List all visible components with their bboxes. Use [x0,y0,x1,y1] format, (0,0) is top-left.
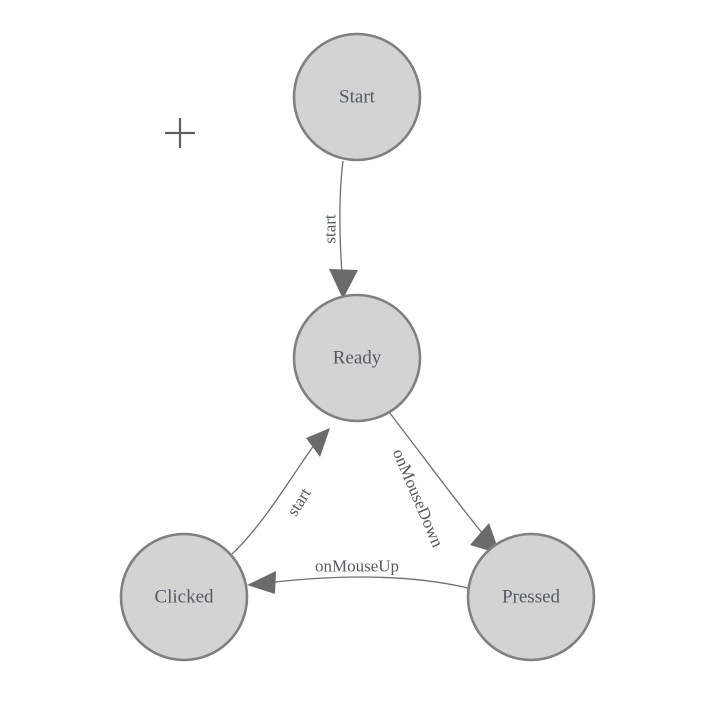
edge-label-pressed-to-clicked: onMouseUp [315,557,399,576]
edge-path-pressed-to-clicked [258,576,469,589]
crosshair-icon [165,118,195,148]
node-start[interactable]: Start [292,32,422,162]
node-circle-pressed [466,532,596,662]
arrowhead-start-to-ready [329,269,358,299]
edge-label-ready-to-pressed: onMouseDown [389,446,448,550]
node-label-start: Start [339,87,376,108]
node-circle-clicked [119,532,249,662]
edge-start-to-ready[interactable]: start [321,160,359,299]
node-label-pressed: Pressed [502,587,561,608]
node-circle-start [292,32,422,162]
edge-path-ready-to-pressed [388,411,493,546]
edge-label-start-to-ready: start [321,214,340,244]
node-pressed[interactable]: Pressed [466,532,596,662]
node-circle-ready [292,293,422,423]
node-clicked[interactable]: Clicked [119,532,249,662]
edge-path-clicked-to-ready [231,436,321,555]
edge-label-clicked-to-ready: start [283,484,315,519]
node-label-ready: Ready [333,348,382,369]
edge-clicked-to-ready[interactable]: start [231,428,330,555]
edge-path-start-to-ready [339,160,344,289]
edge-pressed-to-clicked[interactable]: onMouseUp [247,557,469,595]
node-ready[interactable]: Ready [292,293,422,423]
arrowhead-clicked-to-ready [306,428,330,457]
node-label-clicked: Clicked [154,587,214,608]
arrowhead-pressed-to-clicked [247,571,276,594]
edge-ready-to-pressed[interactable]: onMouseDown [388,411,500,554]
